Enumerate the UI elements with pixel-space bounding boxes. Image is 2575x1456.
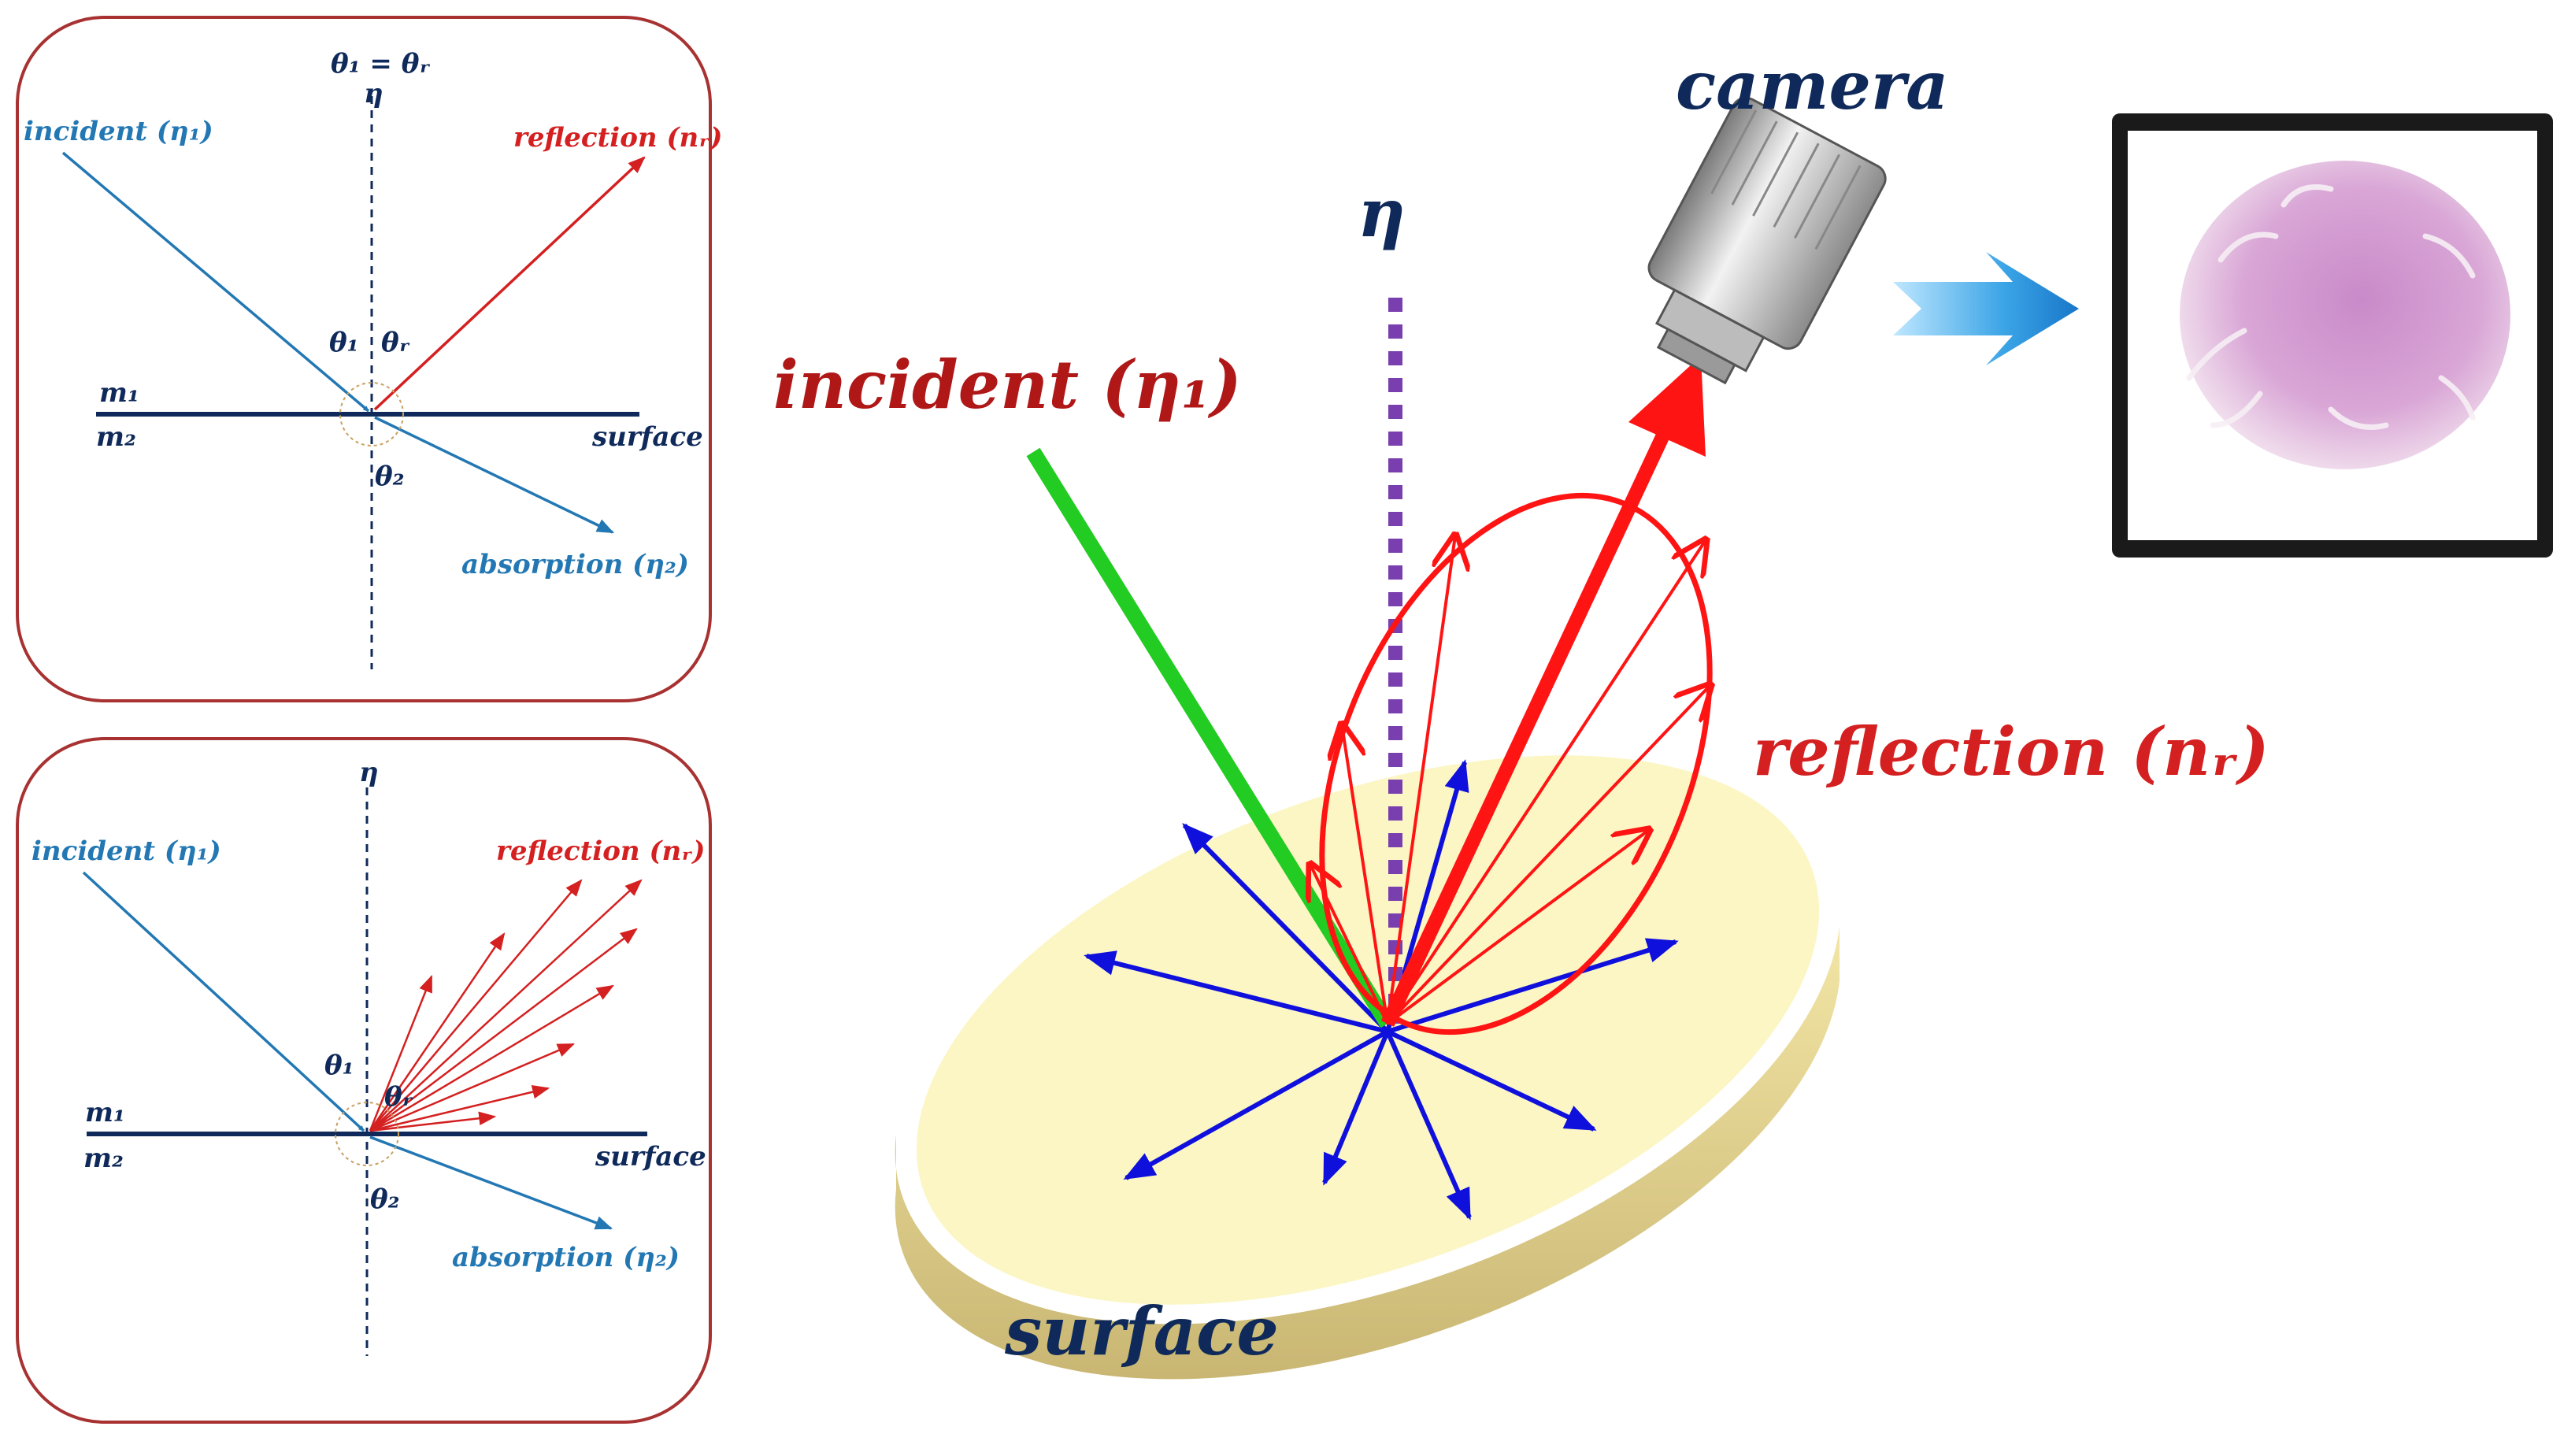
- reflected-ray: [369, 1085, 550, 1132]
- theta1-label: θ₁: [324, 1050, 354, 1081]
- camera-lens-icon: [1647, 96, 1887, 385]
- normal-label: η: [359, 757, 379, 788]
- reflected-ray: [369, 928, 638, 1132]
- camera-label: camera: [1676, 46, 1949, 124]
- medium1-label: m₁: [99, 377, 139, 409]
- specular-ray-shaft: [1380, 422, 1675, 1027]
- scatter-arrow: [1084, 950, 1388, 1034]
- normal-label: η: [1358, 174, 1406, 252]
- incident-ray: [61, 151, 370, 413]
- incident-beam: [1026, 447, 1395, 1028]
- main-scatter-diagram: camera η incident (η₁) reflection (nᵣ) s…: [773, 46, 2553, 1380]
- reflected-ray: [373, 156, 646, 411]
- reflected-ray: [1386, 830, 1649, 1025]
- reflected-ray: [1386, 685, 1710, 1025]
- surface-disc: [895, 755, 1840, 1380]
- reflected-ray: [369, 879, 643, 1132]
- absorbed-ray: [369, 1136, 613, 1230]
- right-arrow-icon: [1893, 252, 2079, 365]
- incident-label: incident (η₁): [31, 835, 221, 867]
- scatter-arrow: [1182, 823, 1390, 1034]
- reflected-ray: [369, 974, 433, 1132]
- thetar-label: θᵣ: [384, 1081, 413, 1113]
- thetar-label: θᵣ: [381, 327, 410, 358]
- incident-label: incident (η₁): [773, 346, 1242, 424]
- reflected-ray: [1310, 865, 1389, 1024]
- panel-specular: θ₁ = θᵣ η incident (η₁) reflection (nᵣ) …: [16, 16, 722, 702]
- normal-label: η: [364, 78, 383, 109]
- scatter-arrow: [1387, 938, 1679, 1034]
- surface-label: surface: [1004, 1292, 1279, 1370]
- medium1-label: m₁: [85, 1097, 125, 1128]
- scatter-arrow: [1385, 1030, 1472, 1221]
- scatter-arrow: [1386, 1029, 1597, 1132]
- diffuse-reflected-rays: [369, 879, 643, 1132]
- scatter-arrow: [1123, 1029, 1389, 1180]
- reflected-rays: [1310, 535, 1710, 1025]
- reflection-label: reflection (nᵣ): [513, 122, 722, 154]
- medium2-label: m₂: [96, 421, 136, 453]
- reflection-label: reflection (nᵣ): [496, 835, 705, 867]
- panel-diffuse: η incident (η₁) reflection (nᵣ) θ₁ θᵣ θ₂…: [16, 737, 712, 1424]
- reflected-ray: [1342, 724, 1389, 1024]
- reflected-ray: [369, 984, 614, 1132]
- reflected-ray: [369, 879, 583, 1132]
- disc-side: [895, 926, 1840, 1380]
- reflected-ray: [369, 1111, 497, 1132]
- absorption-label: absorption (η₂): [452, 1242, 680, 1273]
- surface-label: surface: [591, 421, 703, 453]
- surface-label: surface: [595, 1141, 706, 1173]
- angle-circle: [339, 382, 404, 446]
- medium2-label: m₂: [83, 1143, 124, 1174]
- reflected-ray: [369, 932, 506, 1132]
- panel-border: [16, 16, 712, 702]
- absorbed-ray: [374, 416, 614, 534]
- reflected-ray: [1386, 540, 1706, 1025]
- reflected-ray: [1386, 535, 1455, 1024]
- specular-ray: [1380, 356, 1706, 1027]
- theta2-label: θ₂: [370, 1184, 400, 1215]
- reflected-ray: [369, 1043, 576, 1132]
- incident-label: incident (η₁): [24, 116, 213, 147]
- specular-ray-head: [1628, 356, 1706, 457]
- reflection-label: reflection (nᵣ): [1753, 713, 2269, 791]
- angle-circle: [335, 1102, 399, 1166]
- panel-border: [16, 737, 712, 1424]
- incident-ray: [82, 871, 365, 1132]
- angle-equality-label: θ₁ = θᵣ: [331, 48, 430, 80]
- absorption-label: absorption (η₂): [461, 549, 689, 580]
- theta2-label: θ₂: [375, 461, 405, 492]
- scatter-arrow: [1322, 1030, 1390, 1186]
- cell-image-icon: [2112, 113, 2553, 558]
- theta1-label: θ₁: [329, 327, 359, 358]
